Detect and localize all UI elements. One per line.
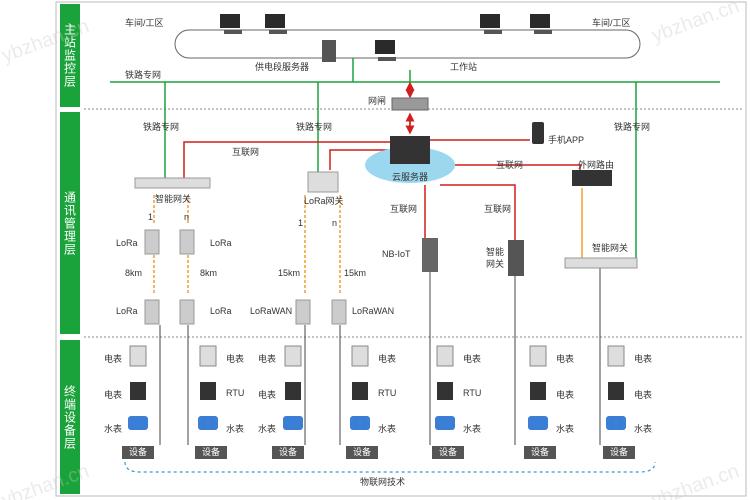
label-meter: 电表 [556, 390, 575, 400]
device-box: 设备 [272, 446, 304, 459]
label-cloud-server: 云服务器 [392, 172, 429, 182]
label-water: 水表 [104, 424, 123, 434]
label-lora-d: LoRa [210, 306, 232, 316]
outer-frame [55, 1, 747, 497]
smart-gateway-icon [134, 177, 211, 189]
label-n3: 1 [298, 218, 304, 228]
label-lora-a: LoRa [116, 238, 138, 248]
cloud-icon [365, 147, 455, 183]
label-internet-4: 互联网 [484, 204, 512, 214]
lan-ring [174, 29, 641, 59]
label-lorawan-2: LoRaWAN [352, 306, 395, 316]
label-dist-2: 8km [200, 268, 218, 278]
label-railway-1: 铁路专网 [125, 70, 162, 80]
device-box: 设备 [524, 446, 556, 459]
label-internet-3: 互联网 [390, 204, 418, 214]
label-external-router: 外网路由 [578, 160, 615, 170]
smart-gateway-right-icon [564, 257, 638, 269]
device-box: 设备 [195, 446, 227, 459]
label-dist-1: 8km [125, 268, 143, 278]
label-water: 水表 [463, 424, 482, 434]
water-meter-icon [128, 416, 148, 430]
label-iot-tech: 物联网技术 [360, 477, 406, 487]
nbiot-icon [422, 238, 438, 272]
label-water: 水表 [556, 424, 575, 434]
label-workstation: 工作站 [450, 62, 478, 72]
label-nb-iot: NB-IoT [382, 249, 411, 259]
label-dist-4: 15km [344, 268, 367, 278]
label-meter: 电表 [634, 390, 653, 400]
label-meter: 电表 [258, 390, 277, 400]
layer-label-middle: 通讯管理层 [62, 190, 77, 256]
label-n1: 1 [148, 212, 154, 222]
iot-bracket [124, 461, 656, 473]
label-smart-gateway-mid: 智能 [486, 247, 505, 257]
label-lora-c: LoRa [116, 306, 138, 316]
label-meter: 电表 [104, 354, 123, 364]
label-internet-1: 互联网 [232, 147, 260, 157]
label-rtu: RTU [378, 388, 397, 398]
label-meter: 电表 [463, 354, 482, 364]
label-meter: 电表 [226, 354, 245, 364]
rtu-icon [130, 382, 146, 400]
label-railway-3: 铁路专网 [296, 122, 333, 132]
router-icon [572, 170, 612, 186]
internet-line-1 [183, 141, 395, 180]
label-power-server: 供电段服务器 [255, 62, 310, 72]
label-meter: 电表 [556, 354, 575, 364]
label-meter: 电表 [258, 354, 277, 364]
label-workshop-left: 车间/工区 [125, 18, 164, 28]
device-box: 设备 [432, 446, 464, 459]
label-rtu: RTU [463, 388, 482, 398]
device-box: 设备 [122, 446, 154, 459]
label-water: 水表 [378, 424, 397, 434]
label-railway-2: 铁路专网 [143, 122, 180, 132]
label-water: 水表 [634, 424, 653, 434]
lora-gateway-icon [307, 171, 339, 193]
smart-gateway-mid-icon [508, 240, 524, 276]
mobile-icon [532, 122, 544, 144]
layer-label-bottom: 终端设备层 [62, 384, 77, 450]
label-meter: 电表 [378, 354, 397, 364]
label-lora-b: LoRa [210, 238, 232, 248]
label-meter: 电表 [104, 390, 123, 400]
label-workshop-right: 车间/工区 [592, 18, 631, 28]
label-rtu: RTU [226, 388, 245, 398]
label-water: 水表 [226, 424, 245, 434]
layer-bar-middle [60, 112, 80, 334]
label-lorawan-1: LoRaWAN [250, 306, 293, 316]
cloud-server-icon [390, 136, 430, 164]
device-box: 设备 [603, 446, 635, 459]
label-smart-gateway-right: 智能网关 [592, 243, 629, 253]
label-lora-gateway: LoRa网关 [304, 196, 344, 206]
label-meter: 电表 [634, 354, 653, 364]
label-gateway: 网闸 [368, 96, 387, 106]
layer-bar-bottom [60, 340, 80, 494]
label-n4: n [332, 218, 338, 228]
label-railway-4: 铁路专网 [614, 122, 651, 132]
label-mobile-app: 手机APP [548, 135, 585, 145]
device-box: 设备 [346, 446, 378, 459]
label-internet-2: 互联网 [496, 160, 524, 170]
pc-icon [220, 14, 552, 61]
label-dist-3: 15km [278, 268, 301, 278]
label-smart-gateway-left: 智能网关 [155, 194, 192, 204]
server-icon [322, 40, 336, 62]
label-n2: n [184, 212, 190, 222]
lora-module-icon [144, 229, 160, 255]
meter-icon [129, 345, 147, 367]
layer-bar-top [60, 4, 80, 107]
label-smart-gateway-mid2: 网关 [486, 259, 505, 269]
layer-label-top: 主站监控层 [62, 23, 77, 88]
gateway-icon [391, 97, 429, 111]
label-water: 水表 [258, 424, 277, 434]
